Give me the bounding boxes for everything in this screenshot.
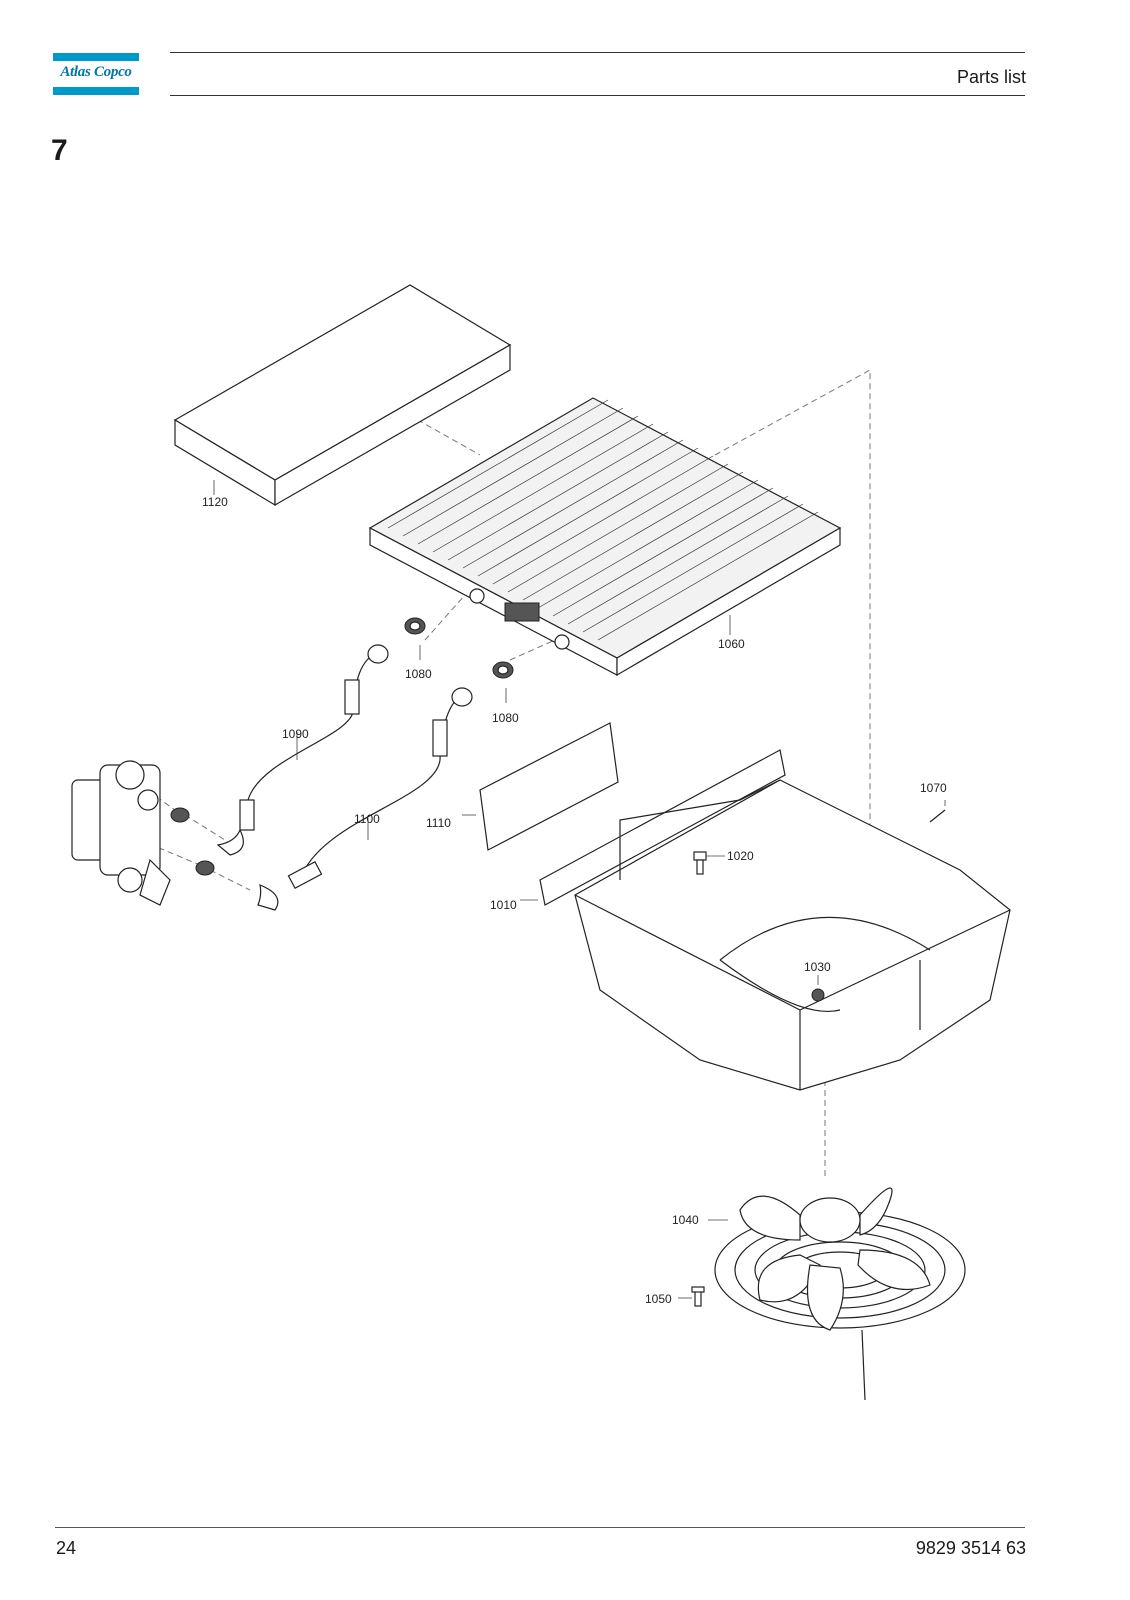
part-1100-hose: [257, 687, 473, 911]
logo-bar-bottom: [53, 87, 139, 95]
atlas-copco-logo: Atlas Copco: [53, 53, 139, 95]
logo-wordmark: Atlas Copco: [60, 64, 132, 80]
part-1110-panel: [462, 722, 619, 851]
section-title: Parts list: [956, 67, 1026, 87]
chapter-number: 7: [51, 134, 68, 167]
part-1020-bolt: [693, 851, 725, 875]
callout-1070: 1070: [920, 781, 947, 795]
callout-1020: 1020: [727, 849, 754, 863]
header-rule-top: [170, 52, 1025, 53]
part-1060-cooler: [368, 397, 842, 677]
callout-1080: 1080: [405, 667, 432, 681]
document-number: 9829 3514 63: [915, 1538, 1026, 1558]
header-rule-bottom: [170, 95, 1025, 96]
part-1120-filter-box: [173, 284, 512, 507]
part-1050-screw: [678, 1286, 705, 1307]
valve-block: [71, 760, 215, 906]
callout-1050: 1050: [645, 1292, 672, 1306]
callout-1100: 1100: [354, 812, 380, 826]
callout-1030: 1030: [804, 960, 831, 974]
cooler-fins: [387, 399, 819, 641]
callout-1080: 1080: [492, 711, 519, 725]
part-1080-adapters: [404, 617, 514, 703]
callout-1090: 1090: [282, 727, 309, 741]
part-1040-fan: [708, 1187, 966, 1401]
callout-1010: 1010: [490, 898, 517, 912]
part-1090-hose: [216, 644, 389, 856]
callout-1110: 1110: [426, 816, 451, 830]
footer-rule: [55, 1527, 1025, 1528]
part-1030-nut: [811, 975, 825, 1002]
callout-1120: 1120: [202, 495, 228, 509]
part-1070-screw: [929, 800, 946, 823]
part-1010-housing: [520, 749, 1011, 1091]
callout-1060: 1060: [718, 637, 745, 651]
callout-1040: 1040: [672, 1213, 699, 1227]
page-number: 24: [56, 1538, 77, 1558]
logo-bar-top: [53, 53, 139, 61]
